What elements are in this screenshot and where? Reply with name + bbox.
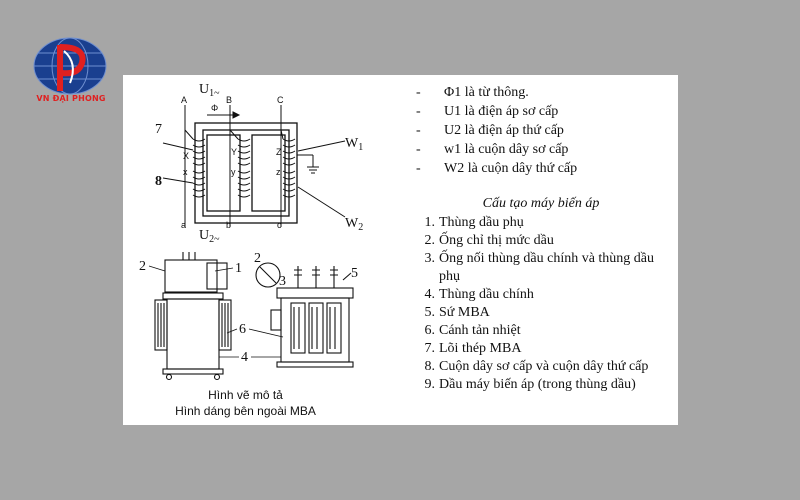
definition-item: -W2 là cuộn dây thứ cấp	[416, 161, 578, 176]
callout-2-left: 2	[139, 259, 146, 274]
callout-3: 3	[279, 274, 286, 289]
coil-label-Z: Z	[276, 147, 282, 157]
definition-item: -Φ1 là từ thông.	[416, 85, 529, 100]
definition-text: U2 là điện áp thứ cấp	[444, 123, 564, 138]
part-item: 2.Ống chỉ thị mức dầu	[424, 233, 554, 248]
coil-label-X: X	[183, 151, 189, 161]
part-callouts: 2 1 2 3 5 6 4	[139, 251, 358, 365]
part-item: 9.Dầu máy biến áp (trong thùng dầu)	[424, 377, 636, 392]
definition-item: -U2 là điện áp thứ cấp	[416, 123, 564, 138]
diagram-labels: A B C a b c U1~ U2~ Φ W1 W2 7 8 X Y Z x …	[155, 82, 363, 245]
part-item: 5.Sứ MBA	[424, 305, 490, 320]
flux-label: Φ	[211, 103, 218, 113]
part-item: 8.Cuộn dây sơ cấp và cuộn dây thứ cấp	[424, 359, 649, 374]
part-item: 6.Cánh tản nhiệt	[424, 323, 521, 338]
part-item: 4.Thùng dầu chính	[424, 287, 534, 302]
u1-label: U1~	[199, 82, 220, 99]
coil-label-x: x	[183, 167, 188, 177]
phase-label-a: a	[181, 220, 186, 230]
part-item: 1.Thùng dầu phụ	[424, 215, 524, 230]
transformer-side-view	[154, 252, 232, 381]
phase-label-b: b	[226, 220, 231, 230]
u2-label: U2~	[199, 228, 220, 245]
definition-item: -U1 là điện áp sơ cấp	[416, 104, 559, 119]
coil-label-Y: Y	[231, 147, 237, 157]
phase-label-C: C	[277, 95, 284, 105]
logo-text: VN ĐẠI PHONG	[36, 94, 106, 103]
callout-1: 1	[235, 261, 242, 276]
content-panel: A B C a b c U1~ U2~ Φ W1 W2 7 8 X Y Z x …	[123, 75, 678, 425]
definition-text: W2 là cuộn dây thứ cấp	[444, 161, 578, 176]
diagram-caption-line2: Hình dáng bên ngoài MBA	[175, 404, 316, 418]
callout-7: 7	[155, 122, 162, 137]
callout-4: 4	[241, 350, 248, 365]
phase-label-c: c	[277, 220, 282, 230]
part-item: 3.Ống nối thùng dầu chính và thùng dầu p…	[424, 251, 655, 284]
part-item: 7.Lõi thép MBA	[424, 341, 522, 356]
company-logo	[30, 33, 110, 105]
legend-text: -Φ1 là từ thông. -U1 là điện áp sơ cấp -…	[416, 83, 676, 394]
coil-label-z: z	[276, 167, 281, 177]
coil-label-y: y	[231, 167, 236, 177]
w1-label: W1	[345, 136, 363, 153]
definition-item: -w1 là cuộn dây sơ cấp	[416, 142, 569, 157]
phase-label-A: A	[181, 95, 187, 105]
windings	[192, 138, 296, 198]
callout-2-right: 2	[254, 251, 261, 266]
transformer-front-view	[255, 262, 354, 368]
callout-8: 8	[155, 174, 162, 189]
structure-title: Cấu tạo máy biến áp	[482, 196, 600, 211]
callout-5: 5	[351, 266, 358, 281]
callout-6: 6	[239, 322, 246, 337]
definition-text: U1 là điện áp sơ cấp	[444, 104, 559, 119]
phase-label-B: B	[226, 95, 232, 105]
phase-wires	[162, 105, 346, 227]
diagram-caption-line1: Hình vẽ mô tả	[208, 388, 283, 402]
w2-label: W2	[345, 216, 363, 233]
transformer-diagram: A B C a b c U1~ U2~ Φ W1 W2 7 8 X Y Z x …	[139, 82, 363, 381]
definition-text: Φ1 là từ thông.	[444, 85, 529, 100]
definition-text: w1 là cuộn dây sơ cấp	[444, 142, 569, 157]
